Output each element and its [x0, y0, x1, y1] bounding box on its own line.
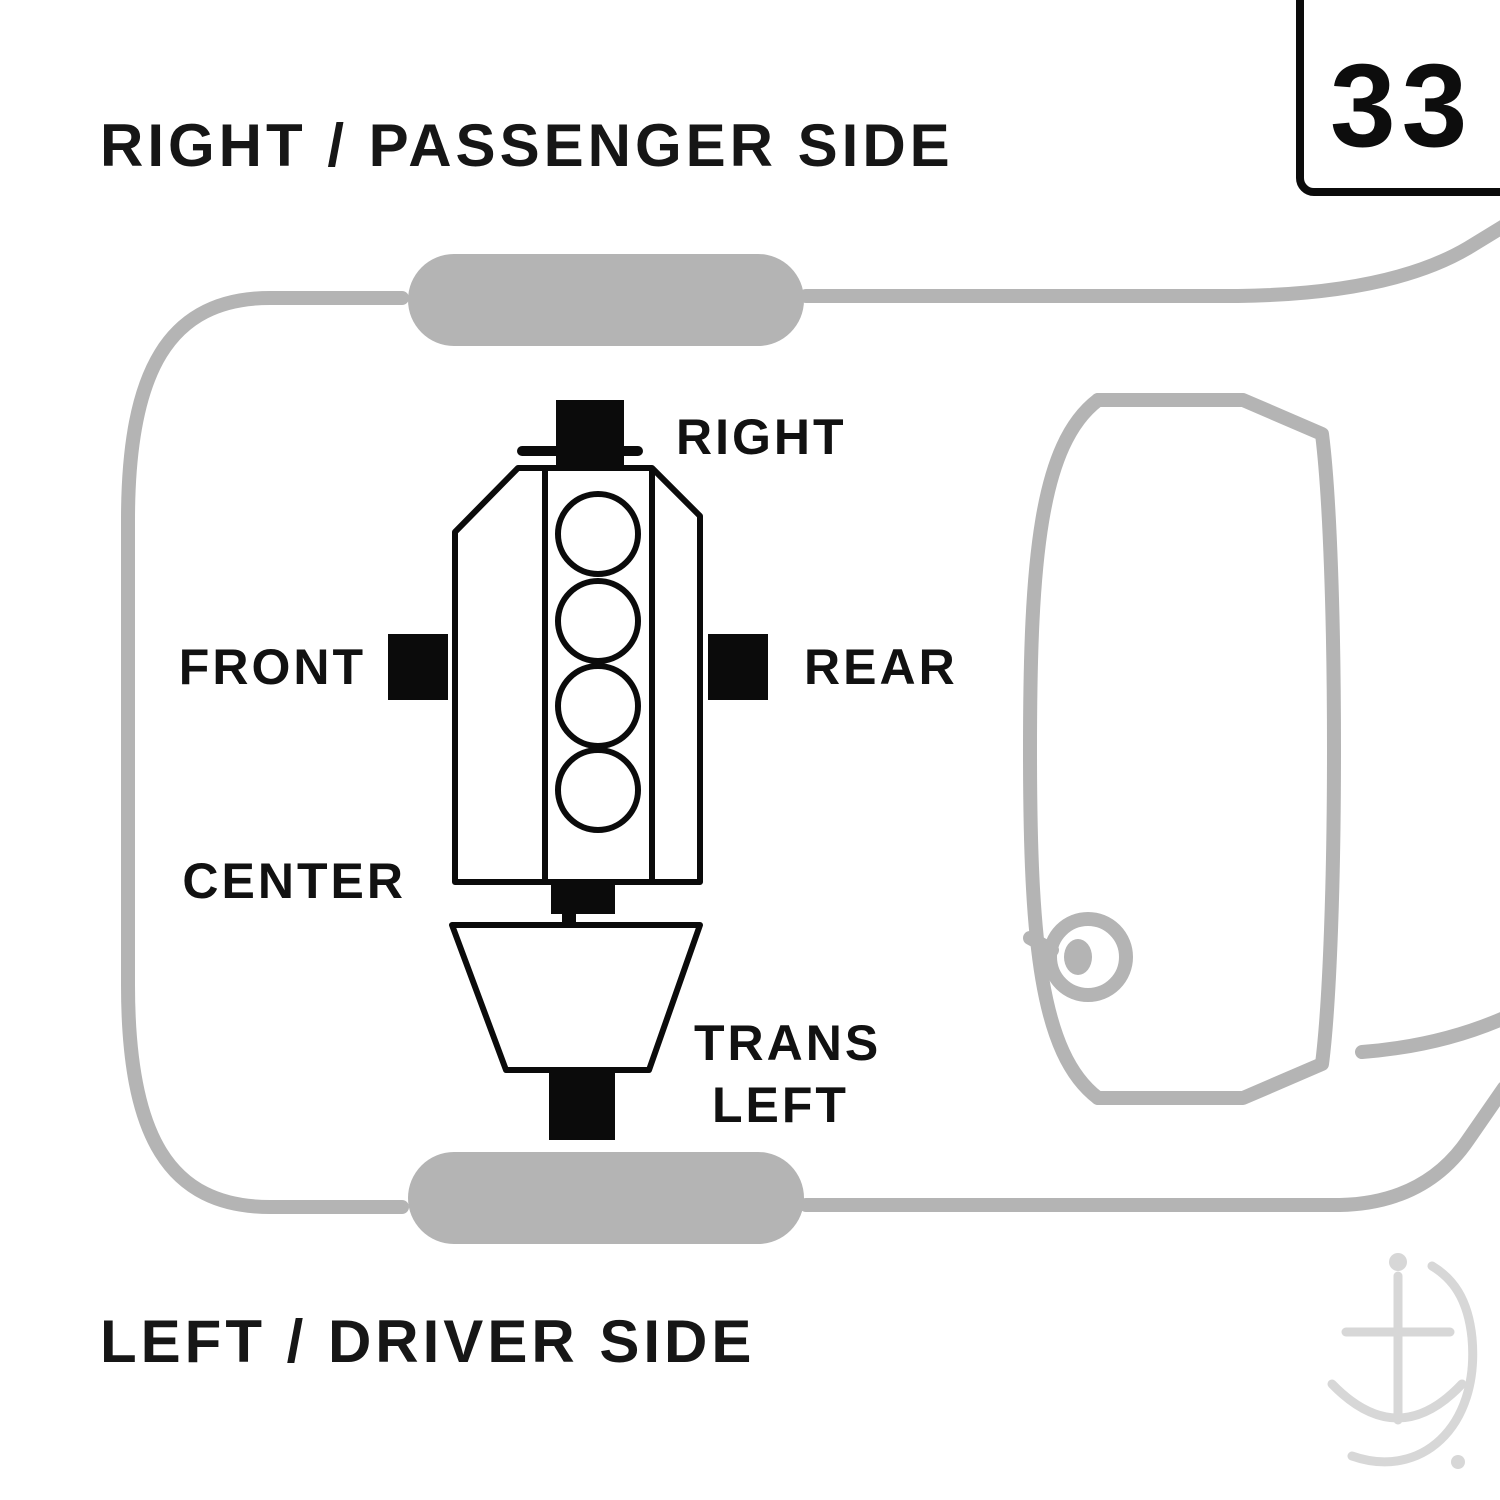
- label-trans-mount-line1: TRANS: [694, 1015, 881, 1071]
- mount-trans-left: [549, 1070, 615, 1140]
- label-rear-mount: REAR: [804, 639, 958, 695]
- cylinder-2: [555, 578, 641, 664]
- wheel-top: [408, 254, 804, 346]
- door-detail-dot: [1064, 939, 1092, 975]
- page-number-border: [1296, 0, 1500, 196]
- wheel-bottom: [408, 1152, 804, 1244]
- car-front-outline: [121, 291, 409, 1214]
- mount-rear: [708, 634, 768, 700]
- bottom-side-label: LEFT / DRIVER SIDE: [100, 1308, 755, 1375]
- car-top-body-line: [799, 220, 1500, 303]
- page-number: 33: [1330, 40, 1473, 172]
- mount-right: [556, 400, 624, 466]
- label-front-mount: FRONT: [179, 639, 366, 695]
- windshield-outline: [1091, 393, 1341, 1105]
- label-right-mount: RIGHT: [676, 409, 847, 465]
- cylinder-1: [555, 491, 641, 577]
- brand-watermark-icon: [1327, 1253, 1478, 1469]
- car-rear-inner-line: [1355, 1012, 1500, 1059]
- top-side-label: RIGHT / PASSENGER SIDE: [100, 112, 954, 179]
- label-center-mount: CENTER: [182, 853, 406, 909]
- door-detail-tick: [1023, 931, 1059, 957]
- engine-transmission-group: [388, 400, 768, 1140]
- mount-front: [388, 634, 448, 700]
- cylinder-3: [555, 663, 641, 749]
- page-number-box: 33: [1296, 0, 1500, 196]
- car-bottom-body-line: [799, 1082, 1500, 1212]
- car-top-view-outline-icon: [121, 220, 1500, 1244]
- label-trans-mount-line2: LEFT: [712, 1077, 849, 1133]
- windshield-base-arc: [1023, 393, 1105, 1105]
- cylinder-4: [555, 747, 641, 833]
- transmission-outline: [449, 922, 703, 1073]
- door-detail-circle: [1043, 912, 1133, 1002]
